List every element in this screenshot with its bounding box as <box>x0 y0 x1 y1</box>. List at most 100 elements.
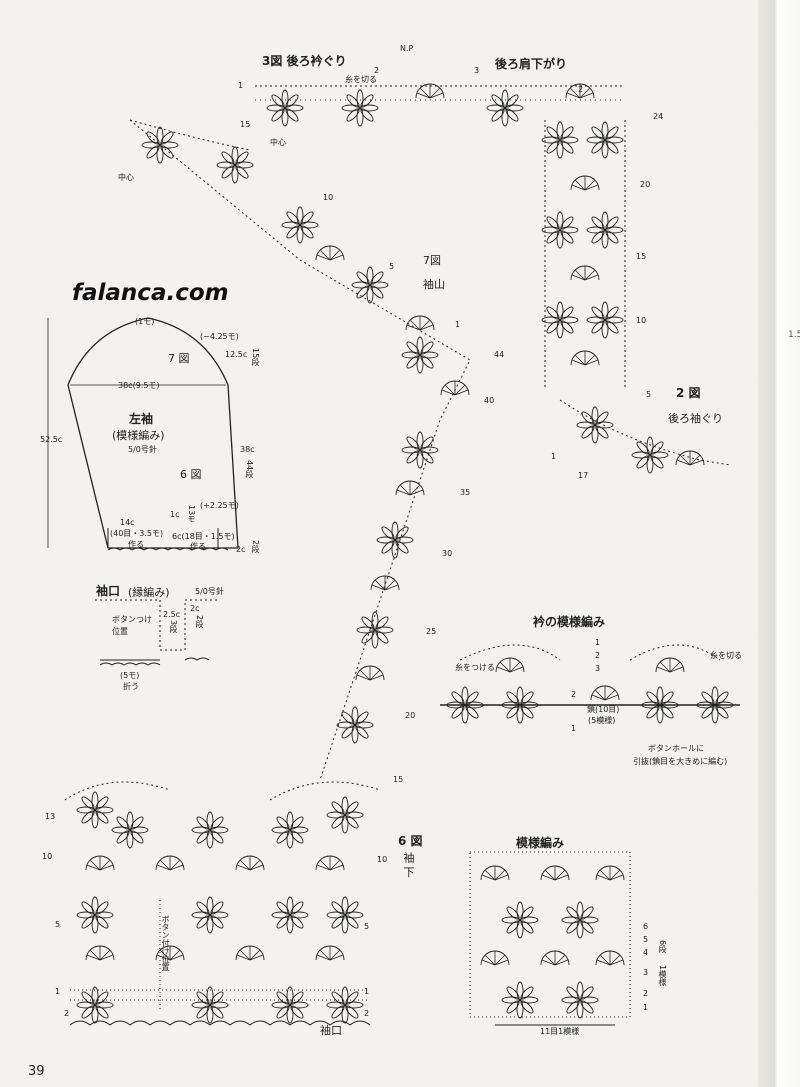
fig6-diagram <box>64 781 381 1026</box>
fig2-diagram <box>541 120 731 474</box>
sleeve-schematic <box>47 317 239 551</box>
fig3-cut-yarn: 糸を切る <box>345 75 377 84</box>
round-number: 2 <box>374 66 380 75</box>
fig6-button-label: ボタン付け位置 <box>161 915 170 971</box>
round-number: 1 <box>55 987 61 996</box>
sleeve-lower-rows: 13モ <box>187 505 196 524</box>
fig3-diagram <box>129 83 625 184</box>
round-number: 2 <box>571 690 577 699</box>
sleeve-cuff-rows: 2段 <box>251 540 260 554</box>
fig7-title: 7図 <box>423 254 441 267</box>
fig2-subtitle: 後ろ袖ぐり <box>668 412 723 425</box>
fig7-subtitle: 袖山 <box>423 278 445 291</box>
watermark: falanca.com <box>72 280 229 306</box>
round-number: 1 <box>571 724 577 733</box>
cuff-hook: 5/0号針 <box>195 587 224 596</box>
collar-chain: 鎖(10目) <box>587 705 620 714</box>
round-number: 10 <box>377 855 388 864</box>
sleeve-make: 作る <box>128 540 144 549</box>
pattern-bottom: 11目1模様 <box>540 1027 580 1036</box>
sleeve-top-right: (−4.25モ) <box>200 332 239 341</box>
round-number: 15 <box>240 120 251 129</box>
fig3-center: 中心 <box>270 138 286 147</box>
fig3-right-title: 後ろ肩下がり <box>495 57 568 71</box>
cuff-button: ボタンつけ位置 <box>112 615 152 636</box>
sleeve-fig7-label: 7 図 <box>168 352 190 365</box>
spine-text: 1.5 <box>788 330 800 340</box>
round-number: 13 <box>45 812 56 821</box>
fig6-title: 6 図 <box>398 834 423 848</box>
round-number: 1 <box>643 1003 649 1012</box>
round-number: 2 <box>364 1009 370 1018</box>
round-number: 15 <box>393 775 404 784</box>
round-number: 1 <box>238 81 244 90</box>
round-number: 10 <box>323 193 334 202</box>
sleeve-top-right-rows: 15段 <box>251 348 260 367</box>
round-number: 25 <box>426 627 437 636</box>
fig3-np: N.P <box>400 44 414 53</box>
cuff-dim1-rows: 3段 <box>169 620 178 634</box>
pattern-title: 模様編み <box>516 836 565 850</box>
round-number: 1 <box>551 452 557 461</box>
sleeve-top-right-dim: 12.5c <box>225 350 248 359</box>
sleeve-bottom: 14c <box>120 518 135 527</box>
collar-cut: 糸を切る <box>710 651 742 660</box>
round-number: 1 <box>455 320 461 329</box>
cuff-schematic <box>95 599 220 666</box>
round-number: 20 <box>640 180 651 189</box>
round-number: 1 <box>595 638 601 647</box>
pattern-swatch <box>469 851 631 1026</box>
round-number: 3 <box>643 968 649 977</box>
sleeve-side-dim: 38c <box>240 445 255 454</box>
round-number: 10 <box>42 852 53 861</box>
collar-attach: 糸をつける <box>455 663 495 672</box>
collar-diagram <box>440 644 740 724</box>
fig3-title: 3図 後ろ衿ぐり <box>262 54 347 68</box>
round-number: 24 <box>653 112 664 121</box>
round-number: 6 <box>643 922 649 931</box>
fig6-subtitle: 袖 下 <box>402 852 415 878</box>
round-number: 2 <box>643 989 649 998</box>
sleeve-bottom2: 6c(18目・1.5モ) <box>172 532 235 541</box>
sleeve-make2: 作る <box>190 542 206 551</box>
page-spine <box>758 0 800 1087</box>
cuff-dim2: 2c <box>190 604 200 613</box>
cuff-type: (縁編み) <box>128 586 170 599</box>
round-number: 1 <box>364 987 370 996</box>
page-number: 39 <box>28 1064 45 1079</box>
sleeve-top: (1モ) <box>135 317 155 326</box>
round-number: 40 <box>484 396 495 405</box>
fig2-title: 2 図 <box>676 386 701 400</box>
round-number: 17 <box>578 471 589 480</box>
sleeve-lower: 1c <box>170 510 180 519</box>
sleeve-fig6-label: 6 図 <box>180 468 202 481</box>
pattern-repeat: 6段 <box>658 940 667 954</box>
fig6-cuff-label: 袖口 <box>320 1024 342 1037</box>
fig3-center-left: 中心 <box>118 173 134 182</box>
round-number: 3 <box>474 66 480 75</box>
cuff-dim1: 2.5c <box>163 610 181 619</box>
round-number: 3 <box>595 664 601 673</box>
collar-buttonhole2: 引抜(鎖目を大きめに編む) <box>633 757 728 766</box>
sleeve-incr: (+2.25モ) <box>200 501 239 510</box>
sleeve-side-rows: 44段 <box>245 460 254 479</box>
round-number: 5 <box>389 262 395 271</box>
round-number: 2 <box>64 1009 70 1018</box>
round-number: 2 <box>595 651 601 660</box>
round-number: 20 <box>405 711 416 720</box>
pattern-repeat2: 1模様 <box>658 965 667 987</box>
round-number: 35 <box>460 488 471 497</box>
cuff-bottom: (5モ) <box>120 671 140 680</box>
round-number: 10 <box>636 316 647 325</box>
collar-buttonhole: ボタンホールに <box>648 744 704 753</box>
collar-title: 衿の模様編み <box>533 615 606 629</box>
cuff-title: 袖口 <box>96 584 121 598</box>
fig7-diagram <box>129 119 471 781</box>
collar-chain-sub: (5模様) <box>588 716 616 725</box>
round-number: 4 <box>643 948 649 957</box>
sleeve-width: 38c(9.5モ) <box>118 381 160 390</box>
sleeve-hook: 5/0号針 <box>128 445 157 454</box>
sleeve-title: 左袖 <box>129 412 154 426</box>
